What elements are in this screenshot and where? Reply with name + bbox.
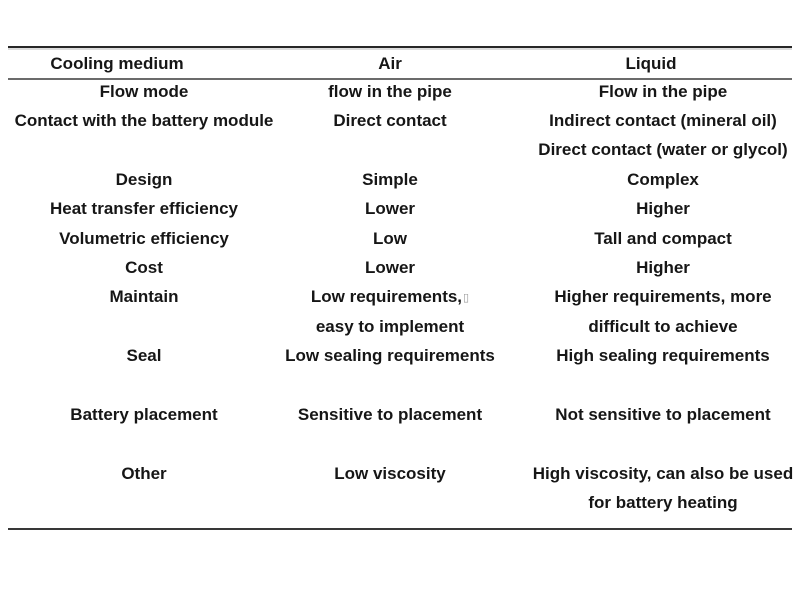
table-row: Heat transfer efficiency Lower Higher (8, 195, 800, 224)
table-cell: Low requirements,▯ (310, 287, 470, 307)
table-cell: Flow mode (99, 81, 189, 101)
table-cell: Flow in the pipe (598, 81, 728, 101)
table-cell: Lower (364, 199, 416, 219)
table-cell: High viscosity, can also be used (532, 463, 794, 483)
table-row: Other Low viscosity High viscosity, can al… (8, 459, 800, 488)
table-row: Design Simple Complex (8, 165, 800, 194)
column-header-liquid: Liquid (625, 54, 677, 73)
table-row (8, 430, 800, 459)
table-cell: Low sealing requirements (285, 346, 495, 366)
table-cell: Low (373, 228, 407, 248)
table-row: Contact with the battery module Direct co… (8, 106, 800, 135)
table-cell: Not sensitive to placement (555, 404, 771, 424)
table-row: Volumetric efficiency Low Tall and compact (8, 224, 800, 253)
table-cell: Higher requirements, more (554, 287, 772, 307)
table-top-rule (8, 46, 792, 50)
table-header-row: Cooling medium Air Liquid (8, 50, 800, 78)
table-cell: Other (121, 463, 167, 483)
table-cell: Low viscosity (334, 463, 446, 483)
table-row: Flow mode flow in the pipe Flow in the pip… (8, 77, 800, 106)
table-row: Battery placement Sensitive to placement N… (8, 400, 800, 429)
table-cell: Higher (636, 199, 690, 219)
table-cell: Cost (125, 258, 163, 278)
table-cell: Maintain (109, 287, 179, 307)
table-row: Maintain Low requirements,▯ Higher require… (8, 283, 800, 312)
table-cell: Battery placement (70, 404, 218, 424)
table-cell: easy to implement (315, 316, 465, 336)
column-header-air: Air (378, 54, 402, 73)
table-cell: Direct contact (water or glycol) (538, 140, 788, 160)
table-cell: for battery heating (588, 493, 738, 513)
table-cell: Complex (627, 169, 699, 189)
table-cell: Simple (362, 169, 418, 189)
table-cell: Sensitive to placement (297, 404, 483, 424)
table-row: Cost Lower Higher (8, 253, 800, 282)
table-cell: Heat transfer efficiency (49, 199, 239, 219)
table-row (8, 371, 800, 400)
table-cell: Design (115, 169, 173, 189)
table-cell: High sealing requirements (556, 346, 770, 366)
table-cell: difficult to achieve (588, 316, 738, 336)
stray-glyph-artifact: ▯ (463, 292, 470, 305)
table-header-rule (8, 78, 792, 80)
table-bottom-rule (8, 528, 792, 530)
table-row: easy to implement difficult to achieve (8, 312, 800, 341)
table-row: Direct contact (water or glycol) (8, 136, 800, 165)
table-cell: Tall and compact (594, 228, 732, 248)
table-cell: Direct contact (333, 111, 447, 131)
column-header-cooling-medium: Cooling medium (50, 54, 184, 73)
table-body: Flow mode flow in the pipe Flow in the pip… (8, 77, 800, 518)
table-row: Seal Low sealing requirements High sealing… (8, 342, 800, 371)
table-row: for battery heating (8, 488, 800, 517)
table-cell: Indirect contact (mineral oil) (549, 111, 777, 131)
table-cell: flow in the pipe (328, 81, 452, 101)
table-cell: Seal (126, 346, 162, 366)
table-cell: Higher (636, 258, 690, 278)
table-cell: Lower (364, 258, 416, 278)
table-cell: Volumetric efficiency (59, 228, 229, 248)
table-cell: Contact with the battery module (14, 111, 274, 131)
